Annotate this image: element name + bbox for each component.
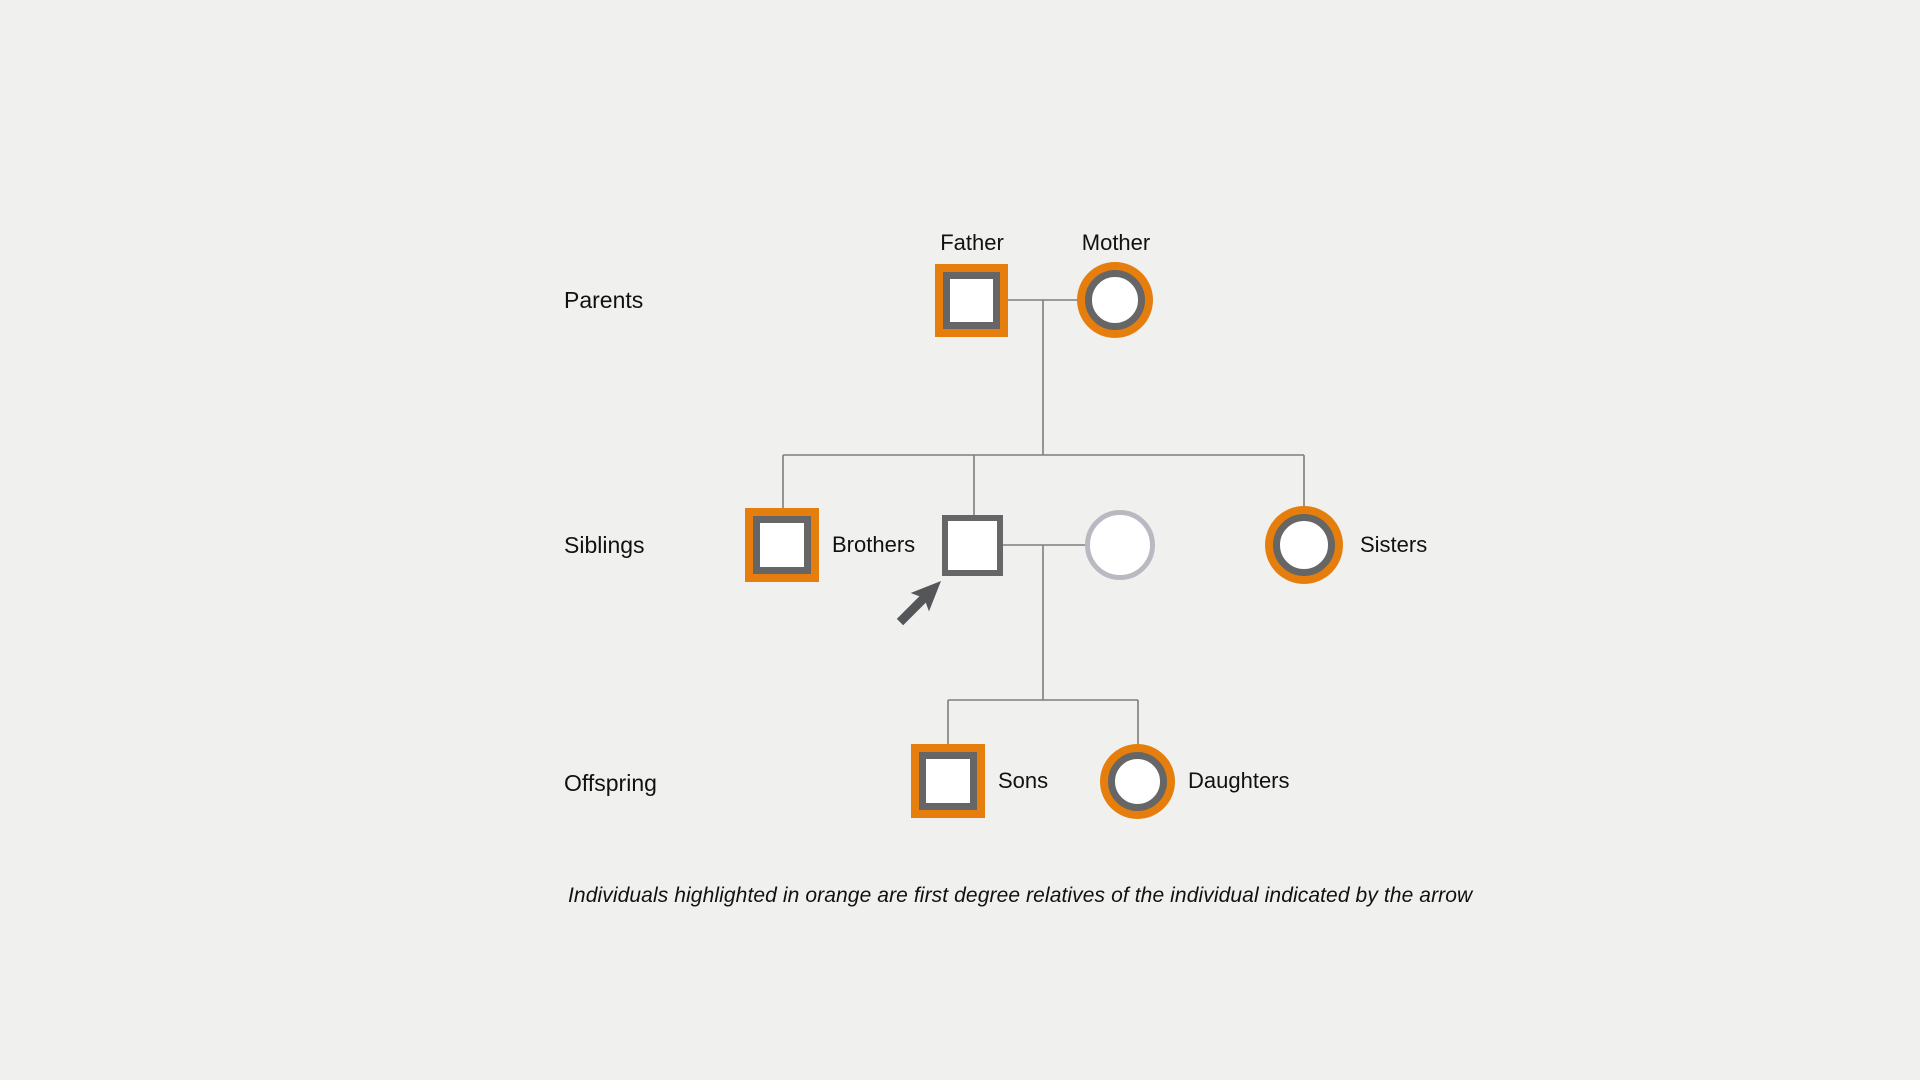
sons-label: Sons: [998, 768, 1049, 793]
sons-symbol: [919, 752, 977, 810]
brothers-label: Brothers: [832, 532, 916, 557]
daughters-symbol: [1108, 752, 1167, 811]
mother-symbol: [1085, 270, 1145, 330]
row-label-siblings: Siblings: [564, 532, 645, 558]
row-label-parents: Parents: [564, 287, 644, 313]
sisters-symbol: [1273, 514, 1335, 576]
father-label: Father: [940, 230, 1004, 255]
proband-symbol: [942, 515, 1003, 576]
sisters-label: Sisters: [1360, 532, 1428, 557]
caption: Individuals highlighted in orange are fi…: [568, 884, 1473, 907]
spouse-symbol: [1085, 510, 1155, 580]
brothers-symbol: [753, 516, 811, 574]
mother-label: Mother: [1081, 230, 1151, 255]
father-symbol: [943, 272, 1000, 329]
daughters-label: Daughters: [1188, 768, 1290, 793]
row-label-offspring: Offspring: [564, 770, 657, 796]
